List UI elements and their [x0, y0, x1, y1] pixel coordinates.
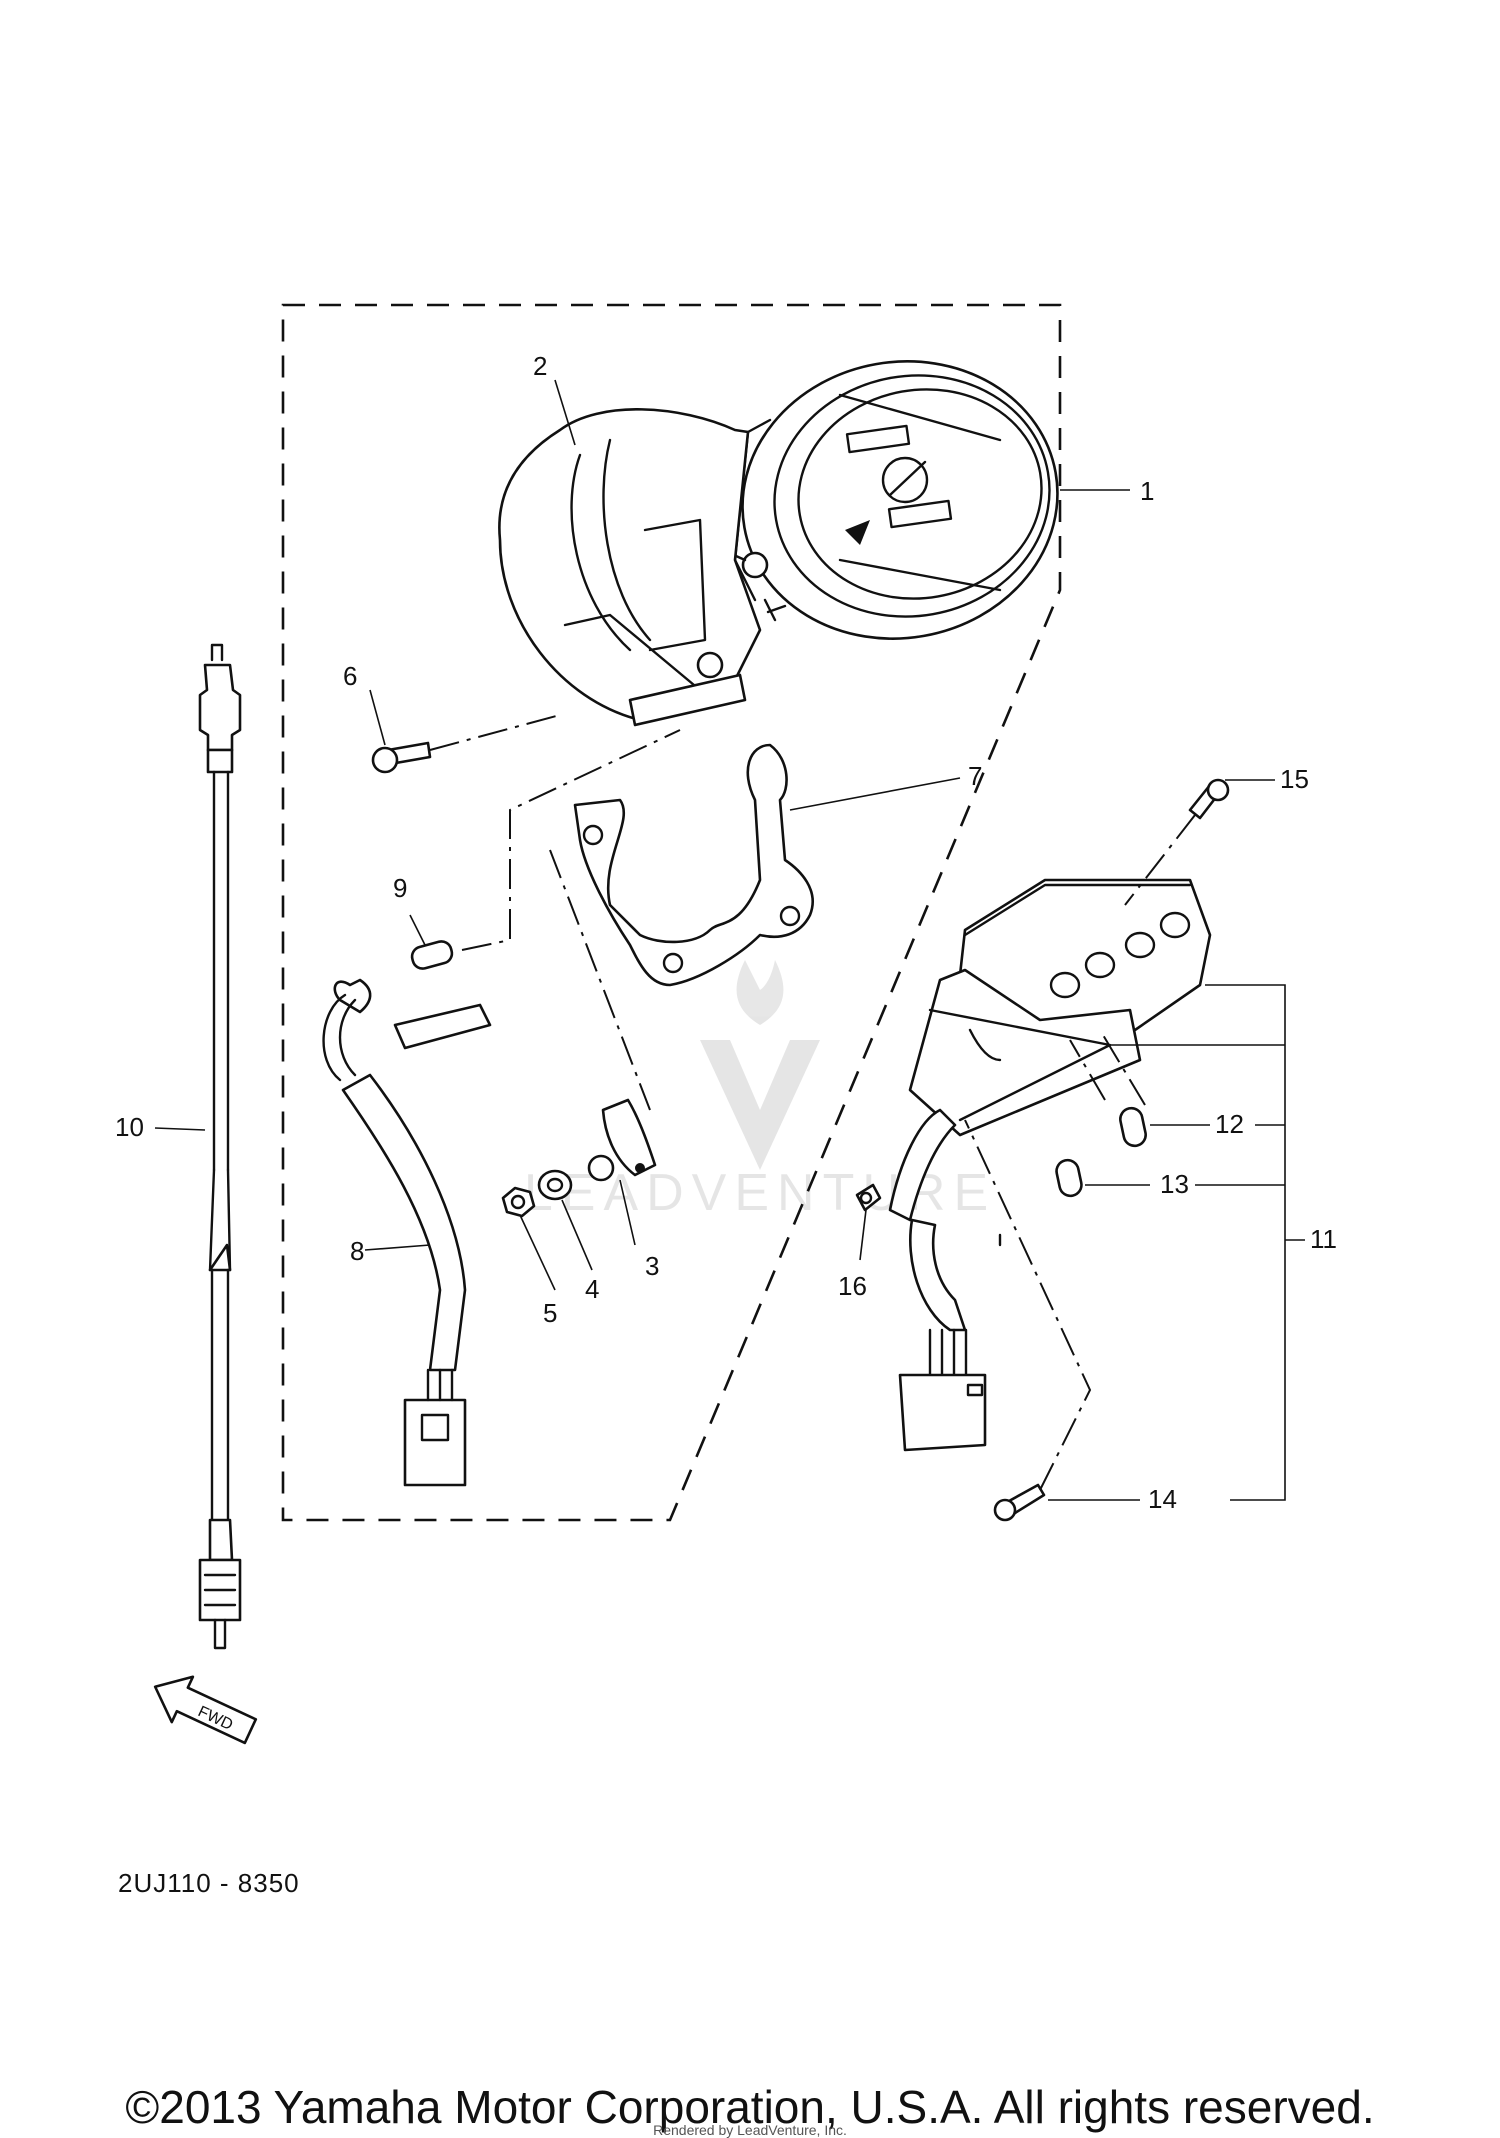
rendered-by-credit: Rendered by LeadVenture, Inc. — [653, 2122, 847, 2138]
label-part-9: 9 — [393, 873, 407, 903]
socket-cord-8 — [322, 978, 492, 1487]
nut-5 — [501, 1186, 536, 1218]
screw-15 — [1188, 778, 1230, 820]
label-part-16: 16 — [838, 1271, 867, 1301]
screw-6 — [371, 741, 432, 774]
forward-arrow-icon: FWD — [153, 1675, 258, 1745]
label-part-4: 4 — [585, 1274, 599, 1304]
copyright-notice: ©2013 Yamaha Motor Corporation, U.S.A. A… — [125, 2081, 1375, 2133]
label-part-1: 1 — [1140, 476, 1154, 506]
label-part-6: 6 — [343, 661, 357, 691]
assembly-line-screw-6 — [429, 714, 561, 751]
label-part-13: 13 — [1160, 1169, 1189, 1199]
nut-16 — [855, 1183, 882, 1212]
diagram-reference-code: 2UJ110 - 8350 — [118, 1868, 300, 1898]
label-part-12: 12 — [1215, 1109, 1244, 1139]
speedometer-gauge — [710, 360, 1059, 640]
assembly-line-screw-15 — [1124, 814, 1196, 906]
grommet-3 — [587, 1098, 657, 1182]
assembly-line-bulb-9 — [461, 729, 681, 951]
assembly-boundary — [281, 303, 1062, 1522]
bulb-9 — [410, 940, 454, 970]
label-part-2: 2 — [533, 351, 547, 381]
indicator-light-11 — [888, 878, 1212, 1452]
bulb-12 — [1119, 1106, 1147, 1148]
assembly-line-screw-14 — [964, 1119, 1092, 1491]
speedometer-cable-10 — [198, 643, 242, 1650]
leader-lines — [154, 379, 1305, 1501]
label-part-7: 7 — [968, 761, 982, 791]
bracket-7 — [573, 743, 814, 987]
washer-4 — [537, 1169, 573, 1201]
bulb-13 — [1055, 1158, 1083, 1198]
label-part-5: 5 — [543, 1298, 557, 1328]
screw-14 — [993, 1483, 1046, 1522]
label-part-15: 15 — [1280, 764, 1309, 794]
label-part-14: 14 — [1148, 1484, 1177, 1514]
label-part-11: 11 — [1310, 1224, 1337, 1254]
meter-case — [498, 408, 762, 727]
assembly-line-bulbs — [1069, 1029, 1146, 1106]
label-part-3: 3 — [645, 1251, 659, 1281]
label-part-8: 8 — [350, 1236, 364, 1266]
assembly-line-grommet-3 — [549, 849, 651, 1111]
label-part-10: 10 — [115, 1112, 144, 1142]
